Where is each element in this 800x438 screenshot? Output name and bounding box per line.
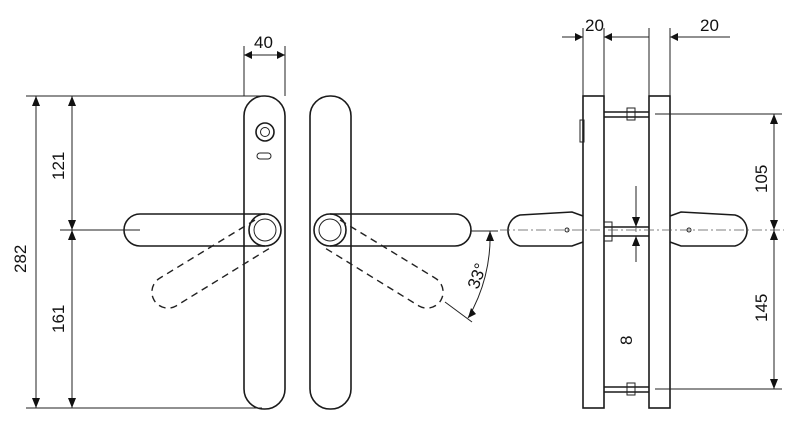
side-plate-left <box>582 95 605 409</box>
upper-height-label: 121 <box>49 152 68 180</box>
gap-right-label: 20 <box>700 16 719 35</box>
side-lever-left <box>507 211 584 247</box>
side-view <box>500 95 784 409</box>
total-height-label: 282 <box>11 245 30 273</box>
upper-fixing-label: 105 <box>752 165 771 193</box>
side-gap-dimensions: 20 20 <box>562 16 730 96</box>
lower-height-label: 161 <box>49 305 68 333</box>
lower-fixing-label: 145 <box>752 294 771 322</box>
spindle-size-label: 8 <box>617 336 636 345</box>
side-lever-right <box>669 211 748 247</box>
cylinder-turn <box>255 122 275 142</box>
plate-width-label: 40 <box>254 33 273 52</box>
lever-middle-rotated <box>324 219 444 309</box>
front-view-with-cylinder <box>123 95 286 410</box>
side-plate-right <box>648 95 671 409</box>
backplate-left <box>243 95 286 410</box>
lever-middle <box>330 213 472 247</box>
left-dimensions: 282 121 161 <box>11 95 262 409</box>
indicator-window <box>256 152 272 160</box>
backplate-middle <box>309 95 352 410</box>
front-view-plain: 33° <box>309 95 498 410</box>
angle-label: 33° <box>464 261 491 292</box>
lever-left-rotated <box>151 219 271 309</box>
plate-width-dimension: 40 <box>243 33 286 96</box>
spindle-dimension: 8 <box>617 186 640 345</box>
fixing-dimensions: 105 145 <box>655 113 782 390</box>
gap-left-label: 20 <box>585 16 604 35</box>
